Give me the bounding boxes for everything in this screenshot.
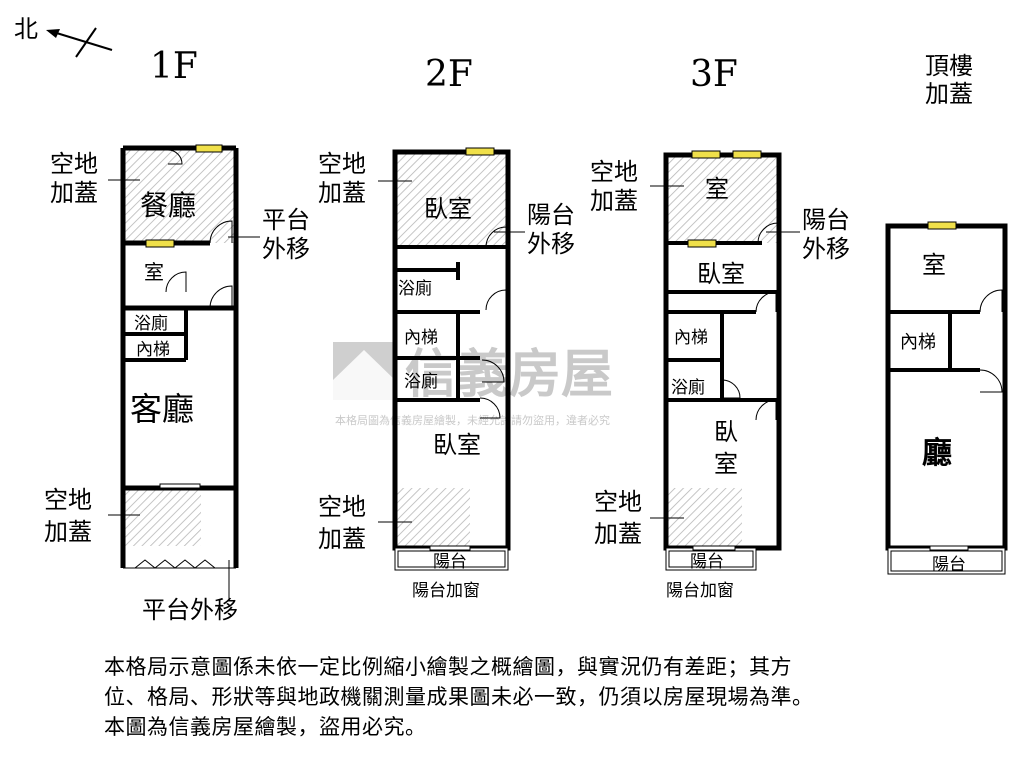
north-compass: 北 bbox=[14, 15, 113, 58]
label-2f-open-space-bottom: 空地 加蓋 bbox=[318, 493, 374, 553]
label-1f-living: 客廳 bbox=[130, 390, 194, 428]
label-2f-balcony-side: 陽台 外移 bbox=[527, 201, 583, 258]
label-1f-open-space-top: 空地 加蓋 bbox=[50, 150, 106, 207]
label-roof-stairs: 內梯 bbox=[900, 332, 936, 353]
label-1f-platform-side: 平台 外移 bbox=[262, 206, 318, 263]
label-3f-balcony: 陽台 bbox=[690, 552, 724, 572]
label-3f-bedroom-2: 臥 室 bbox=[714, 418, 746, 478]
north-label: 北 bbox=[14, 15, 38, 43]
label-2f-bath-1: 浴廁 bbox=[398, 278, 432, 299]
floor-plan-2f: 臥室 浴廁 內梯 浴廁 臥室 陽台 陽台加窗 空地 加蓋 陽台 外移 空地 加蓋 bbox=[318, 147, 583, 601]
label-3f-balcony-side: 陽台 外移 bbox=[802, 206, 858, 263]
label-3f-stairs: 內梯 bbox=[674, 328, 708, 348]
label-1f-platform-bottom: 平台外移 bbox=[142, 596, 238, 624]
label-1f-bath: 浴廁 bbox=[134, 313, 168, 334]
label-1f-dining: 餐廳 bbox=[140, 189, 196, 222]
label-roof-balcony: 陽台 bbox=[932, 555, 966, 575]
floor-title-roof: 頂樓 加蓋 bbox=[925, 52, 981, 108]
label-2f-bedroom-top: 臥室 bbox=[424, 195, 472, 223]
disclaimer: 本格局示意圖係未依一定比例縮小繪製之概繪圖，與實況仍有差距；其方 位、格局、形狀… bbox=[104, 652, 1009, 742]
floor-title-1f: 1F bbox=[150, 46, 198, 87]
watermark-caption: 本格局圖為信義房屋繪製，未經允許請勿盜用，違者必究 bbox=[335, 413, 610, 427]
label-2f-stairs: 內梯 bbox=[404, 328, 438, 348]
label-3f-open-space-top: 空地 加蓋 bbox=[590, 158, 646, 215]
label-2f-balcony-window: 陽台加窗 bbox=[412, 581, 480, 601]
floor-title-3f: 3F bbox=[690, 54, 738, 95]
label-1f-open-space-bottom: 空地 加蓋 bbox=[44, 486, 100, 546]
label-3f-bedroom-1: 臥室 bbox=[697, 260, 745, 288]
disclaimer-line-1: 本格局示意圖係未依一定比例縮小繪製之概繪圖，與實況仍有差距；其方 bbox=[104, 655, 792, 679]
floor-plan-roof: 室 內梯 廳 陽台 bbox=[885, 221, 1008, 575]
label-2f-bedroom-bottom: 臥室 bbox=[433, 431, 481, 459]
disclaimer-line-3: 本圖為信義房屋繪製，盜用必究。 bbox=[104, 715, 427, 739]
label-3f-room-top: 室 bbox=[705, 175, 729, 203]
label-3f-bath: 浴廁 bbox=[671, 377, 705, 398]
label-roof-hall: 廳 bbox=[922, 436, 952, 471]
floor-plan-3f: 室 臥室 內梯 浴廁 臥 室 陽台 陽台加窗 空地 加蓋 陽台 外移 空地 加蓋 bbox=[590, 150, 858, 601]
label-3f-open-space-bottom: 空地 加蓋 bbox=[594, 488, 650, 548]
label-roof-room: 室 bbox=[922, 251, 946, 279]
label-1f-room: 室 bbox=[144, 260, 164, 284]
label-2f-open-space-top: 空地 加蓋 bbox=[318, 150, 374, 207]
floor-plan-1f: 餐廳 室 浴廁 內梯 客廳 空地 加蓋 平台 外移 空地 加蓋 平台外移 bbox=[44, 144, 318, 624]
floor-title-2f: 2F bbox=[425, 54, 473, 95]
disclaimer-line-2: 位、格局、形狀等與地政機關測量成果圖未必一致，仍須以房屋現場為準。 bbox=[104, 685, 814, 709]
label-2f-bath-2: 浴廁 bbox=[404, 371, 438, 392]
north-arrow-icon bbox=[46, 29, 60, 38]
watermark: 信義房屋 本格局圖為信義房屋繪製，未經允許請勿盜用，違者必究 bbox=[333, 342, 613, 427]
label-2f-balcony: 陽台 bbox=[433, 552, 467, 572]
label-3f-balcony-window: 陽台加窗 bbox=[666, 581, 734, 601]
label-1f-stairs: 內梯 bbox=[136, 340, 170, 360]
